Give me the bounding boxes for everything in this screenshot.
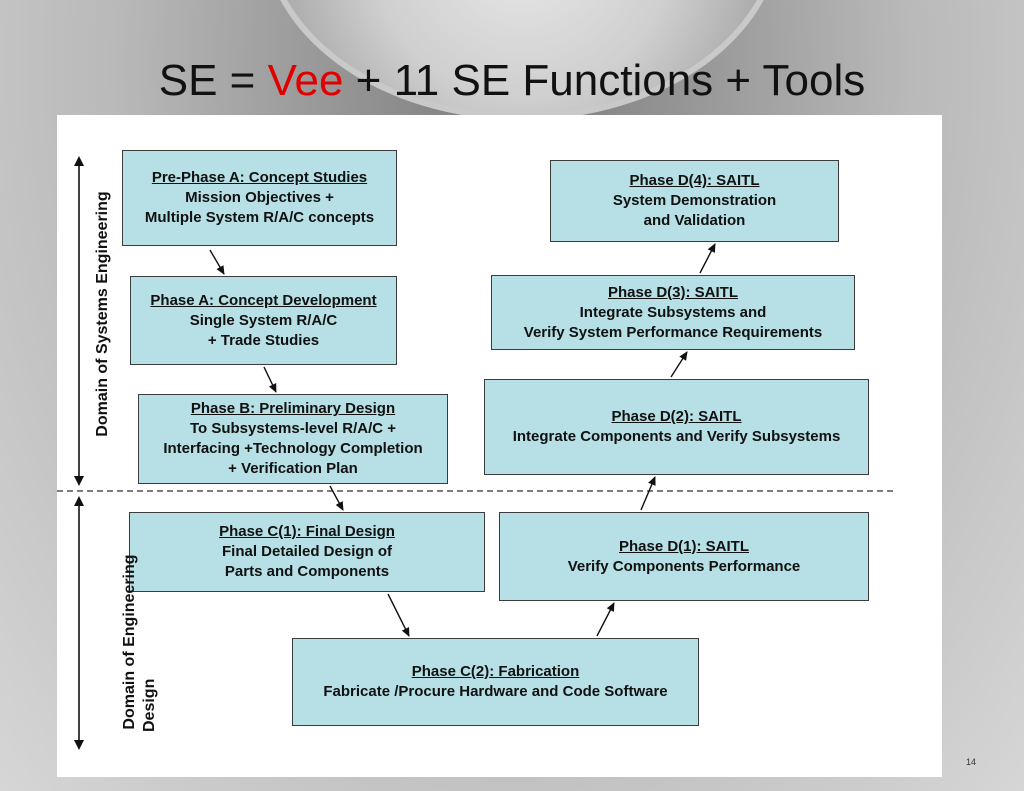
systems-domain-bracket	[74, 156, 84, 486]
phase-d2-line1: Integrate Components and Verify Subsyste…	[512, 428, 841, 445]
arrow-d1-to-d2	[640, 476, 656, 511]
phase-d4-head: Phase D(4): SAITL	[629, 172, 760, 189]
title-part2: + 11 SE Functions + Tools	[343, 56, 866, 105]
design-domain-label-line2: Design	[141, 678, 158, 732]
phase-d2-head: Phase D(2): SAITL	[611, 408, 742, 425]
arrow-d2-to-d3	[670, 351, 688, 378]
phase-b-line2: Interfacing +Technology Completion	[163, 440, 423, 457]
prephase-a-line2: Multiple System R/A/C concepts	[144, 209, 375, 226]
phase-d3-line1: Integrate Subsystems and	[579, 303, 767, 321]
box-phase-a: Phase A: Concept Development Single Syst…	[130, 276, 397, 365]
arrow-a-to-b	[263, 366, 277, 393]
phase-d3-head: Phase D(3): SAITL	[607, 283, 739, 301]
phase-a-head: Phase A: Concept Development	[150, 291, 377, 309]
phase-b-line1: To Subsystems-level R/A/C +	[189, 420, 397, 437]
box-phase-d2: Phase D(2): SAITL Integrate Components a…	[484, 379, 869, 475]
box-prephase-a: Pre-Phase A: Concept Studies Mission Obj…	[122, 150, 397, 246]
phase-c2-head: Phase C(2): Fabrication	[411, 663, 580, 680]
box-phase-d3: Phase D(3): SAITL Integrate Subsystems a…	[491, 275, 855, 350]
phase-d3-line2: Verify System Performance Requirements	[523, 323, 823, 341]
arrow-c1-to-c2	[387, 593, 410, 637]
phase-c2-line1: Fabricate /Procure Hardware and Code Sof…	[323, 683, 668, 700]
box-phase-c2: Phase C(2): Fabrication Fabricate /Procu…	[292, 638, 699, 726]
design-domain-label: Domain of Engineering Design	[120, 552, 160, 732]
phase-a-line2: + Trade Studies	[207, 331, 320, 349]
phase-d4-line1: System Demonstration	[612, 192, 777, 209]
phase-c1-line1: Final Detailed Design of	[221, 543, 393, 560]
slide-title: SE = Vee + 11 SE Functions + Tools	[0, 56, 1024, 106]
arrow-prephase-to-a	[209, 249, 225, 275]
phase-d4-line2: and Validation	[643, 212, 746, 229]
phase-a-line1: Single System R/A/C	[189, 311, 338, 329]
page-number: 14	[966, 757, 977, 767]
phase-c1-head: Phase C(1): Final Design	[219, 523, 395, 540]
box-phase-c1: Phase C(1): Final Design Final Detailed …	[129, 512, 485, 592]
box-phase-b: Phase B: Preliminary Design To Subsystem…	[138, 394, 448, 484]
phase-d1-line1: Verify Components Performance	[567, 557, 801, 575]
phase-b-head: Phase B: Preliminary Design	[190, 400, 396, 417]
systems-domain-label: Domain of Systems Engineering	[94, 191, 111, 437]
phase-b-line3: + Verification Plan	[228, 460, 358, 477]
box-phase-d4: Phase D(4): SAITL System Demonstration a…	[550, 160, 839, 242]
box-phase-d1: Phase D(1): SAITL Verify Components Perf…	[499, 512, 869, 601]
phase-c1-line2: Parts and Components	[224, 563, 390, 580]
title-part1: SE =	[158, 56, 268, 105]
phase-d1-head: Phase D(1): SAITL	[618, 537, 750, 555]
title-accent: Vee	[267, 56, 344, 105]
arrow-d3-to-d4	[699, 243, 716, 274]
prephase-a-line1: Mission Objectives +	[185, 189, 334, 206]
design-domain-label-line1: Domain of Engineering	[121, 554, 138, 730]
arrow-c2-to-d1	[596, 602, 615, 637]
design-domain-bracket	[74, 496, 84, 750]
arrow-b-to-c1	[329, 485, 344, 511]
prephase-a-head: Pre-Phase A: Concept Studies	[151, 169, 368, 186]
